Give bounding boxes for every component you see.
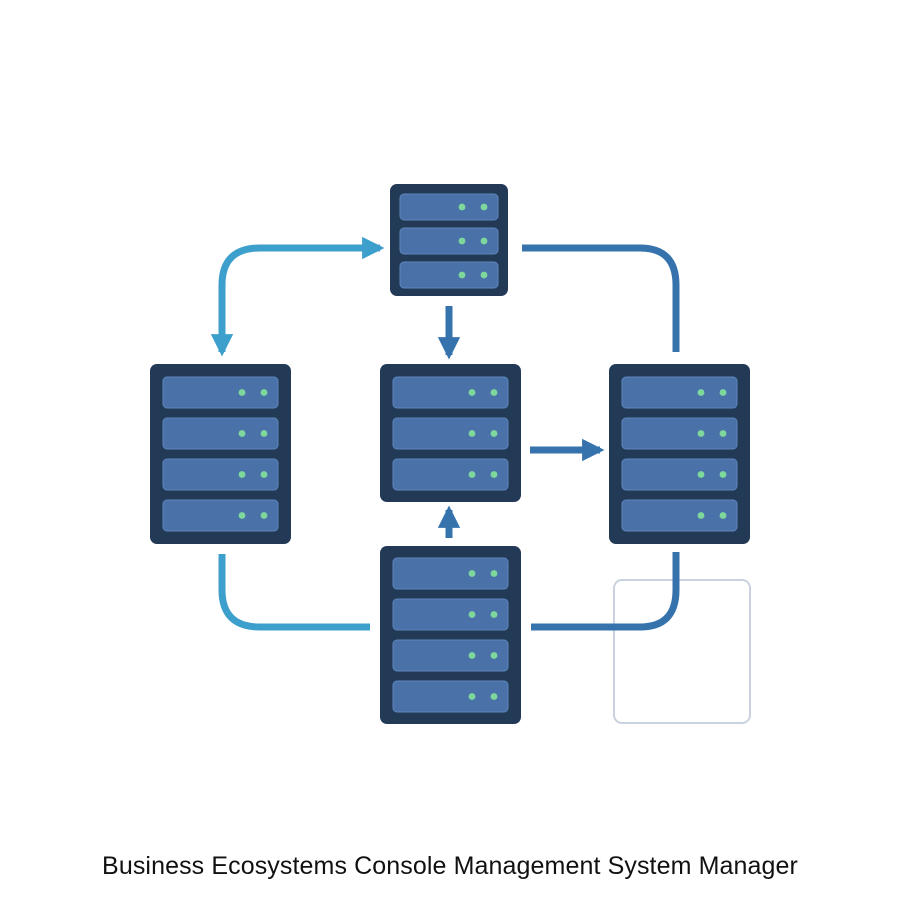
connector-bottom-to-right bbox=[531, 552, 680, 631]
bottom-server bbox=[380, 546, 521, 724]
status-led-icon bbox=[480, 203, 488, 211]
drive-bay bbox=[392, 376, 509, 409]
drive-bay bbox=[399, 227, 499, 255]
status-led-icon bbox=[697, 389, 705, 396]
status-led-icon bbox=[468, 389, 476, 396]
drive-bay bbox=[621, 499, 738, 532]
connector-left-to-top bbox=[210, 236, 385, 357]
drive-bay bbox=[399, 261, 499, 289]
status-led-icon bbox=[697, 471, 705, 478]
drive-bay bbox=[392, 458, 509, 491]
server-body bbox=[150, 364, 291, 544]
status-led-icon bbox=[238, 471, 246, 478]
status-led-icon bbox=[458, 271, 466, 279]
status-led-icon bbox=[719, 471, 727, 478]
status-led-icon bbox=[260, 512, 268, 519]
status-led-icon bbox=[260, 389, 268, 396]
status-led-icon bbox=[468, 693, 476, 700]
status-led-icon bbox=[719, 512, 727, 519]
center-server bbox=[380, 364, 521, 502]
drive-bay bbox=[162, 417, 279, 450]
drive-bay bbox=[392, 639, 509, 672]
status-led-icon bbox=[490, 693, 498, 700]
connector-left-to-bottom bbox=[218, 554, 370, 631]
status-led-icon bbox=[480, 237, 488, 245]
status-led-icon bbox=[468, 471, 476, 478]
drive-bay bbox=[621, 376, 738, 409]
drive-bay bbox=[392, 680, 509, 713]
drive-bay bbox=[162, 499, 279, 532]
connector-top-to-right bbox=[522, 244, 680, 352]
status-led-icon bbox=[238, 389, 246, 396]
status-led-icon bbox=[480, 271, 488, 279]
status-led-icon bbox=[468, 430, 476, 437]
top-server bbox=[390, 184, 508, 296]
status-led-icon bbox=[490, 389, 498, 396]
status-led-icon bbox=[719, 430, 727, 437]
status-led-icon bbox=[238, 430, 246, 437]
drive-bay bbox=[162, 376, 279, 409]
drive-bay bbox=[621, 417, 738, 450]
server-body bbox=[380, 546, 521, 724]
drive-bay bbox=[392, 598, 509, 631]
drive-bay bbox=[399, 193, 499, 221]
left-server bbox=[150, 364, 291, 544]
drive-bay bbox=[162, 458, 279, 491]
status-led-icon bbox=[490, 430, 498, 437]
status-led-icon bbox=[260, 430, 268, 437]
status-led-icon bbox=[468, 570, 476, 577]
status-led-icon bbox=[260, 471, 268, 478]
status-led-icon bbox=[490, 471, 498, 478]
right-server bbox=[609, 364, 750, 544]
status-led-icon bbox=[238, 512, 246, 519]
status-led-icon bbox=[490, 611, 498, 618]
status-led-icon bbox=[468, 652, 476, 659]
status-led-icon bbox=[490, 570, 498, 577]
status-led-icon bbox=[468, 611, 476, 618]
server-body bbox=[609, 364, 750, 544]
status-led-icon bbox=[458, 203, 466, 211]
status-led-icon bbox=[719, 389, 727, 396]
drive-bay bbox=[621, 458, 738, 491]
empty-server-slot bbox=[613, 579, 751, 724]
drive-bay bbox=[392, 557, 509, 590]
status-led-icon bbox=[697, 512, 705, 519]
diagram-caption: Business Ecosystems Console Management S… bbox=[102, 852, 798, 880]
status-led-icon bbox=[490, 652, 498, 659]
status-led-icon bbox=[697, 430, 705, 437]
status-led-icon bbox=[458, 237, 466, 245]
drive-bay bbox=[392, 417, 509, 450]
